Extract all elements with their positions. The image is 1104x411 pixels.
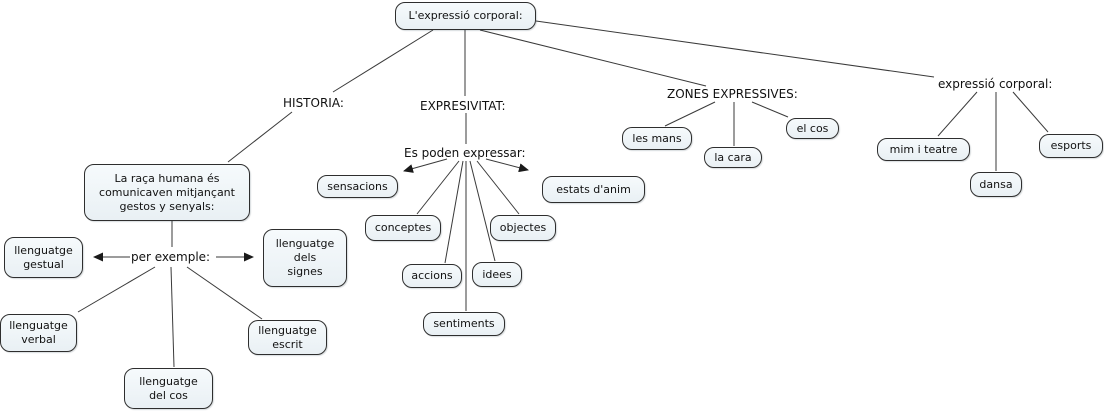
concept-esports[interactable]: esports [1039,134,1103,158]
connector-espoden-accions [444,160,464,264]
concept-mim-i-teatre[interactable]: mim i teatre [877,138,970,161]
link-label-historia[interactable]: HISTORIA: [283,96,344,110]
connector-perexemple-escrit [186,266,263,320]
concept-el-cos[interactable]: el cos [786,118,839,139]
connector-espoden-conceptes [416,160,460,215]
connector-root-expressio [535,20,935,78]
connector-perexemple-verbal [77,266,156,313]
concept-conceptes[interactable]: conceptes [365,215,441,241]
concept-llenguatge-gestual[interactable]: llenguatge gestual [4,237,83,278]
concept-sensacions[interactable]: sensacions [317,175,398,198]
connector-expressio-mim [937,91,978,137]
connector-arrow-sensacions [403,158,448,173]
connector-root-zones [479,29,707,87]
concept-root[interactable]: L'expressió corporal: [395,2,536,30]
link-label-es-poden-expressar[interactable]: Es poden expressar: [404,146,526,160]
concept-la-cara[interactable]: la cara [704,147,762,168]
link-label-expresivitat[interactable]: EXPRESIVITAT: [420,99,506,113]
connector-espoden-objectes [476,160,520,215]
concept-llenguatge-escrit[interactable]: llenguatge escrit [248,320,327,355]
concept-llenguatge-del-cos[interactable]: llenguatge del cos [124,368,213,409]
concept-idees[interactable]: idees [472,262,522,287]
concept-llenguatge-verbal[interactable]: llenguatge verbal [0,314,77,352]
concept-les-mans[interactable]: les mans [622,127,692,150]
link-label-zones-expressives[interactable]: ZONES EXPRESSIVES: [667,87,798,101]
connector-zones-elcos [751,101,789,118]
concept-la-raca-humana[interactable]: La raça humana és comunicaven mitjançant… [84,164,250,221]
concept-accions[interactable]: accions [402,264,462,288]
concept-estats-danim[interactable]: estats d'anim [542,176,645,203]
link-label-per-exemple[interactable]: per exemple: [131,250,211,264]
concept-dansa[interactable]: dansa [970,172,1022,197]
concept-llenguatge-dels-signes[interactable]: llenguatge dels signes [263,229,347,287]
connector-historia-laraca [227,111,293,163]
connector-perexemple-delcos [170,266,175,368]
connector-espoden-idees [469,160,496,262]
concept-objectes[interactable]: objectes [490,215,556,241]
concept-sentiments[interactable]: sentiments [423,312,505,336]
connector-root-historia [332,29,434,93]
link-label-expressio-corporal[interactable]: expressió corporal: [938,77,1053,91]
connector-arrow-estats [485,158,529,173]
connector-zones-lesmans [664,101,716,127]
connector-expressio-esports [1012,91,1049,133]
